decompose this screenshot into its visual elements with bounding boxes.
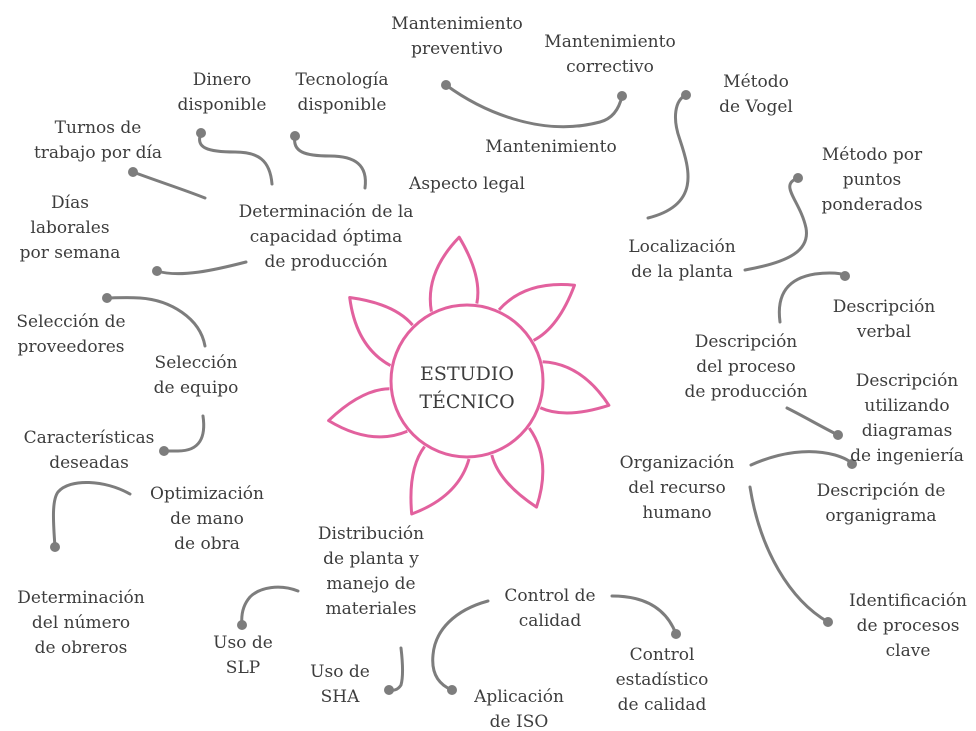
connector-endpoint-dot — [840, 271, 850, 281]
connector-endpoint-dot — [102, 293, 112, 303]
node-metodo-puntos: Método por puntos ponderados — [821, 145, 923, 215]
connector-calidad-iso — [431, 599, 490, 692]
connector-calidad-estadistico — [610, 594, 678, 636]
node-metodo-vogel: Método de Vogel — [719, 72, 793, 117]
connector-optimizacion-numero — [51, 481, 132, 549]
connector-endpoint-dot — [681, 90, 691, 100]
node-control-estadistico: Control estadístico de calidad — [615, 645, 709, 715]
center-circle — [389, 303, 545, 459]
node-numero-obreros: Determinación del número de obreros — [17, 588, 145, 658]
connector-proceso-diagramas — [785, 406, 840, 437]
node-aspecto-legal: Aspecto legal — [409, 174, 525, 194]
node-uso-sha: Uso de SHA — [310, 662, 370, 707]
connector-distribucion-sha — [387, 646, 404, 692]
connector-endpoint-dot — [793, 173, 803, 183]
node-procesos-clave: Identificación de procesos clave — [848, 591, 968, 661]
node-mantenimiento: Mantenimiento — [485, 137, 617, 157]
connector-organizacion-organigrama — [749, 450, 854, 467]
node-organizacion: Organización del recurso humano — [619, 453, 735, 523]
connector-endpoint-dot — [823, 617, 833, 627]
center-title: ESTUDIO TÉCNICO — [419, 363, 515, 413]
connector-capacidad-tecnologia — [293, 134, 367, 190]
node-capacidad: Determinación de la capacidad óptima de … — [238, 202, 414, 272]
node-mant-correctivo: Mantenimiento correctivo — [544, 32, 676, 77]
node-dias: Días laborales por semana — [19, 193, 121, 263]
node-organigrama: Descripción de organigrama — [816, 481, 946, 526]
node-uso-slp: Uso de SLP — [213, 633, 273, 678]
connector-mantenimiento — [444, 83, 624, 129]
node-turnos: Turnos de trabajo por día — [33, 118, 163, 163]
connector-capacidad-dias — [155, 260, 248, 276]
node-dinero: Dinero disponible — [177, 70, 267, 115]
node-distribucion: Distribución de planta y manejo de mater… — [317, 524, 425, 619]
node-seleccion-proveedores: Selección de proveedores — [16, 312, 126, 357]
connector-endpoint-dot — [237, 620, 247, 630]
node-descripcion-diagramas: Descripción utilizando diagramas de inge… — [850, 371, 964, 466]
connector-endpoint-dot — [128, 167, 138, 177]
connector-capacidad-turnos — [131, 170, 207, 200]
connector-localizacion-vogel — [646, 93, 690, 220]
node-caracteristicas: Características deseadas — [23, 428, 155, 473]
connector-endpoint-dot — [152, 266, 162, 276]
node-descripcion-proceso: Descripción del proceso de producción — [684, 332, 808, 402]
connector-endpoint-dot — [50, 542, 60, 552]
node-aplicacion-iso: Aplicación de ISO — [474, 687, 564, 731]
connector-endpoint-dot — [441, 80, 451, 90]
connector-endpoint-dot — [833, 430, 843, 440]
connector-organizacion-procesos — [748, 485, 830, 624]
sun-ray — [428, 235, 480, 312]
connector-localizacion-puntos — [743, 176, 808, 272]
connector-endpoint-dot — [671, 629, 681, 639]
sun-ray — [409, 445, 471, 516]
connector-equipo-proveedores — [105, 296, 207, 348]
connector-endpoint-dot — [447, 685, 457, 695]
node-seleccion-equipo: Selección de equipo — [153, 353, 239, 398]
connector-endpoint-dot — [847, 459, 857, 469]
sun-ray — [539, 360, 611, 415]
connector-endpoint-dot — [384, 685, 394, 695]
connector-endpoint-dot — [290, 131, 300, 141]
connector-endpoint-dot — [196, 128, 206, 138]
connector-equipo-caracteristicas — [162, 414, 206, 453]
node-optimizacion: Optimización de mano de obra — [150, 484, 264, 554]
node-control-calidad: Control de calidad — [504, 586, 596, 631]
connector-endpoint-dot — [159, 446, 169, 456]
sun-ray — [327, 387, 408, 439]
node-tecnologia: Tecnología disponible — [295, 70, 389, 115]
connector-proceso-verbal — [777, 271, 847, 324]
connector-distribucion-slp — [240, 585, 300, 627]
node-descripcion-verbal: Descripción verbal — [832, 297, 936, 342]
node-mant-preventivo: Mantenimiento preventivo — [391, 14, 523, 59]
connector-capacidad-dinero — [198, 131, 274, 186]
connector-endpoint-dot — [617, 91, 627, 101]
node-localizacion: Localización de la planta — [628, 237, 736, 282]
sun-icon — [327, 235, 611, 516]
